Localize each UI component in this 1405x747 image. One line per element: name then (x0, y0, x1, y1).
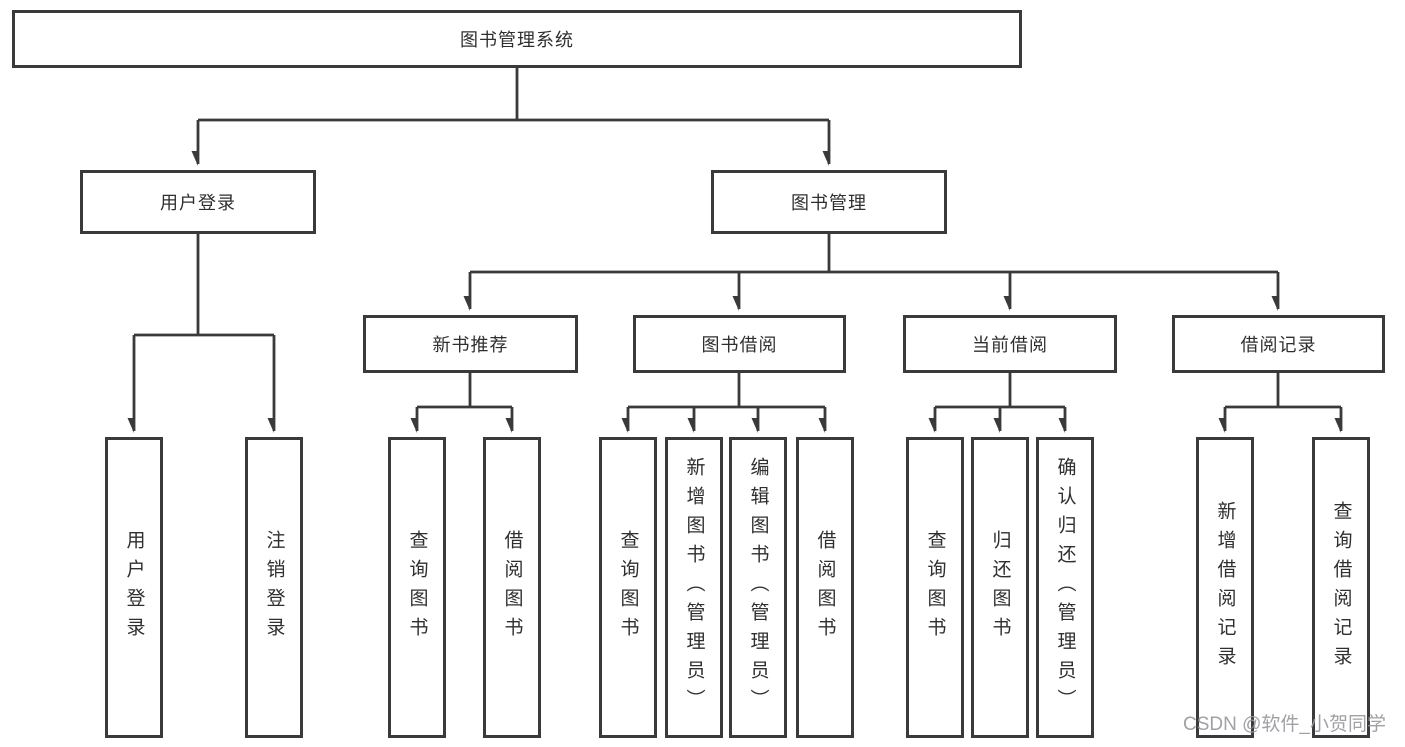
leaf-query-borrow-record-label: 查询借阅记录 (1330, 500, 1352, 675)
node-borrow-records-label: 借阅记录 (1240, 335, 1317, 355)
node-new-book-recommend: 新书推荐 (363, 315, 578, 373)
node-root-label: 图书管理系统 (460, 30, 574, 50)
leaf-add-borrow-record: 新增借阅记录 (1196, 437, 1254, 738)
leaf-return-books-label: 归还图书 (989, 529, 1011, 646)
leaf-add-borrow-record-label: 新增借阅记录 (1214, 500, 1236, 675)
leaf-confirm-return-admin: 确认归还（管理员） (1036, 437, 1094, 738)
leaf-current-query-books-label: 查询图书 (924, 529, 946, 646)
leaf-add-books-admin-label: 新增图书（管理员） (683, 457, 705, 718)
node-current-borrow-label: 当前借阅 (972, 335, 1048, 355)
node-book-management: 图书管理 (711, 170, 947, 234)
node-current-borrow: 当前借阅 (903, 315, 1117, 373)
leaf-recommend-query-books-label: 查询图书 (406, 529, 428, 646)
leaf-recommend-borrow-books: 借阅图书 (483, 437, 541, 738)
leaf-return-books: 归还图书 (971, 437, 1029, 738)
node-book-borrow-label: 图书借阅 (701, 335, 778, 355)
node-user-login-label: 用户登录 (160, 193, 236, 213)
leaf-confirm-return-admin-label: 确认归还（管理员） (1054, 457, 1076, 718)
leaf-borrow-query-books-label: 查询图书 (617, 529, 639, 646)
leaf-edit-books-admin: 编辑图书（管理员） (729, 437, 787, 738)
node-book-borrow: 图书借阅 (633, 315, 846, 373)
leaf-user-login-label: 用户登录 (123, 529, 145, 646)
leaf-recommend-borrow-books-label: 借阅图书 (501, 529, 523, 646)
node-root: 图书管理系统 (12, 10, 1022, 68)
leaf-borrow-books-label: 借阅图书 (814, 529, 836, 646)
leaf-query-borrow-record: 查询借阅记录 (1312, 437, 1370, 738)
node-book-management-label: 图书管理 (791, 193, 867, 213)
leaf-edit-books-admin-label: 编辑图书（管理员） (747, 457, 769, 718)
leaf-borrow-query-books: 查询图书 (599, 437, 657, 738)
leaf-borrow-books: 借阅图书 (796, 437, 854, 738)
leaf-user-login: 用户登录 (105, 437, 163, 738)
leaf-logout: 注销登录 (245, 437, 303, 738)
leaf-add-books-admin: 新增图书（管理员） (665, 437, 723, 738)
node-new-book-recommend-label: 新书推荐 (432, 335, 509, 355)
leaf-recommend-query-books: 查询图书 (388, 437, 446, 738)
node-borrow-records: 借阅记录 (1172, 315, 1385, 373)
csdn-watermark: CSDN @软件_小贺同学 (1183, 714, 1386, 735)
leaf-logout-label: 注销登录 (263, 529, 285, 646)
node-user-login: 用户登录 (80, 170, 316, 234)
leaf-current-query-books: 查询图书 (906, 437, 964, 738)
